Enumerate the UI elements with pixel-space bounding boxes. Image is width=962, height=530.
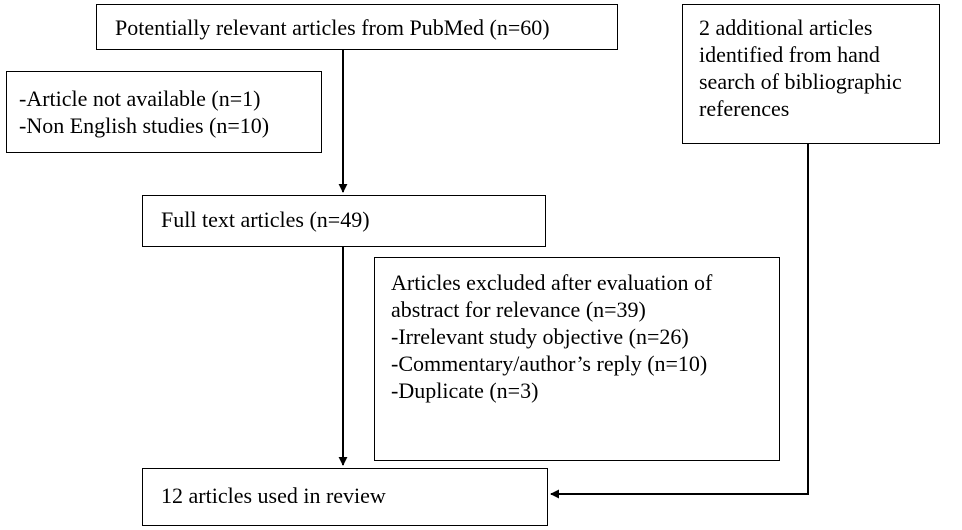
final-articles-box: 12 articles used in review	[142, 468, 548, 526]
additional-articles-line-4: references	[699, 96, 790, 121]
pubmed-articles-box: Potentially relevant articles from PubMe…	[96, 4, 618, 50]
exclusion-not-available: -Article not available (n=1)	[19, 86, 261, 111]
exclusion-commentary-reply: -Commentary/author’s reply (n=10)	[391, 351, 708, 376]
exclusion-non-english: -Non English studies (n=10)	[19, 113, 270, 138]
arrow-additional-to-final	[550, 144, 809, 499]
additional-articles-line-2: identified from hand	[699, 42, 880, 67]
initial-exclusions-box: -Article not available (n=1) -Non Englis…	[6, 71, 322, 153]
full-text-articles-box: Full text articles (n=49)	[142, 195, 546, 247]
final-articles-text: 12 articles used in review	[161, 483, 386, 508]
pubmed-articles-text: Potentially relevant articles from PubMe…	[115, 15, 550, 40]
additional-articles-box: 2 additional articles identified from ha…	[682, 4, 940, 144]
abstract-exclusions-box: Articles excluded after evaluation of ab…	[374, 257, 780, 461]
additional-articles-line-1: 2 additional articles	[699, 15, 873, 40]
exclusion-irrelevant-objective: -Irrelevant study objective (n=26)	[391, 324, 689, 349]
additional-articles-line-3: search of bibliographic	[699, 69, 902, 94]
abstract-exclusions-line-1: Articles excluded after evaluation of	[391, 270, 713, 295]
exclusion-duplicate: -Duplicate (n=3)	[391, 378, 539, 403]
abstract-exclusions-line-2: abstract for relevance (n=39)	[391, 297, 646, 322]
full-text-articles-text: Full text articles (n=49)	[161, 207, 370, 232]
